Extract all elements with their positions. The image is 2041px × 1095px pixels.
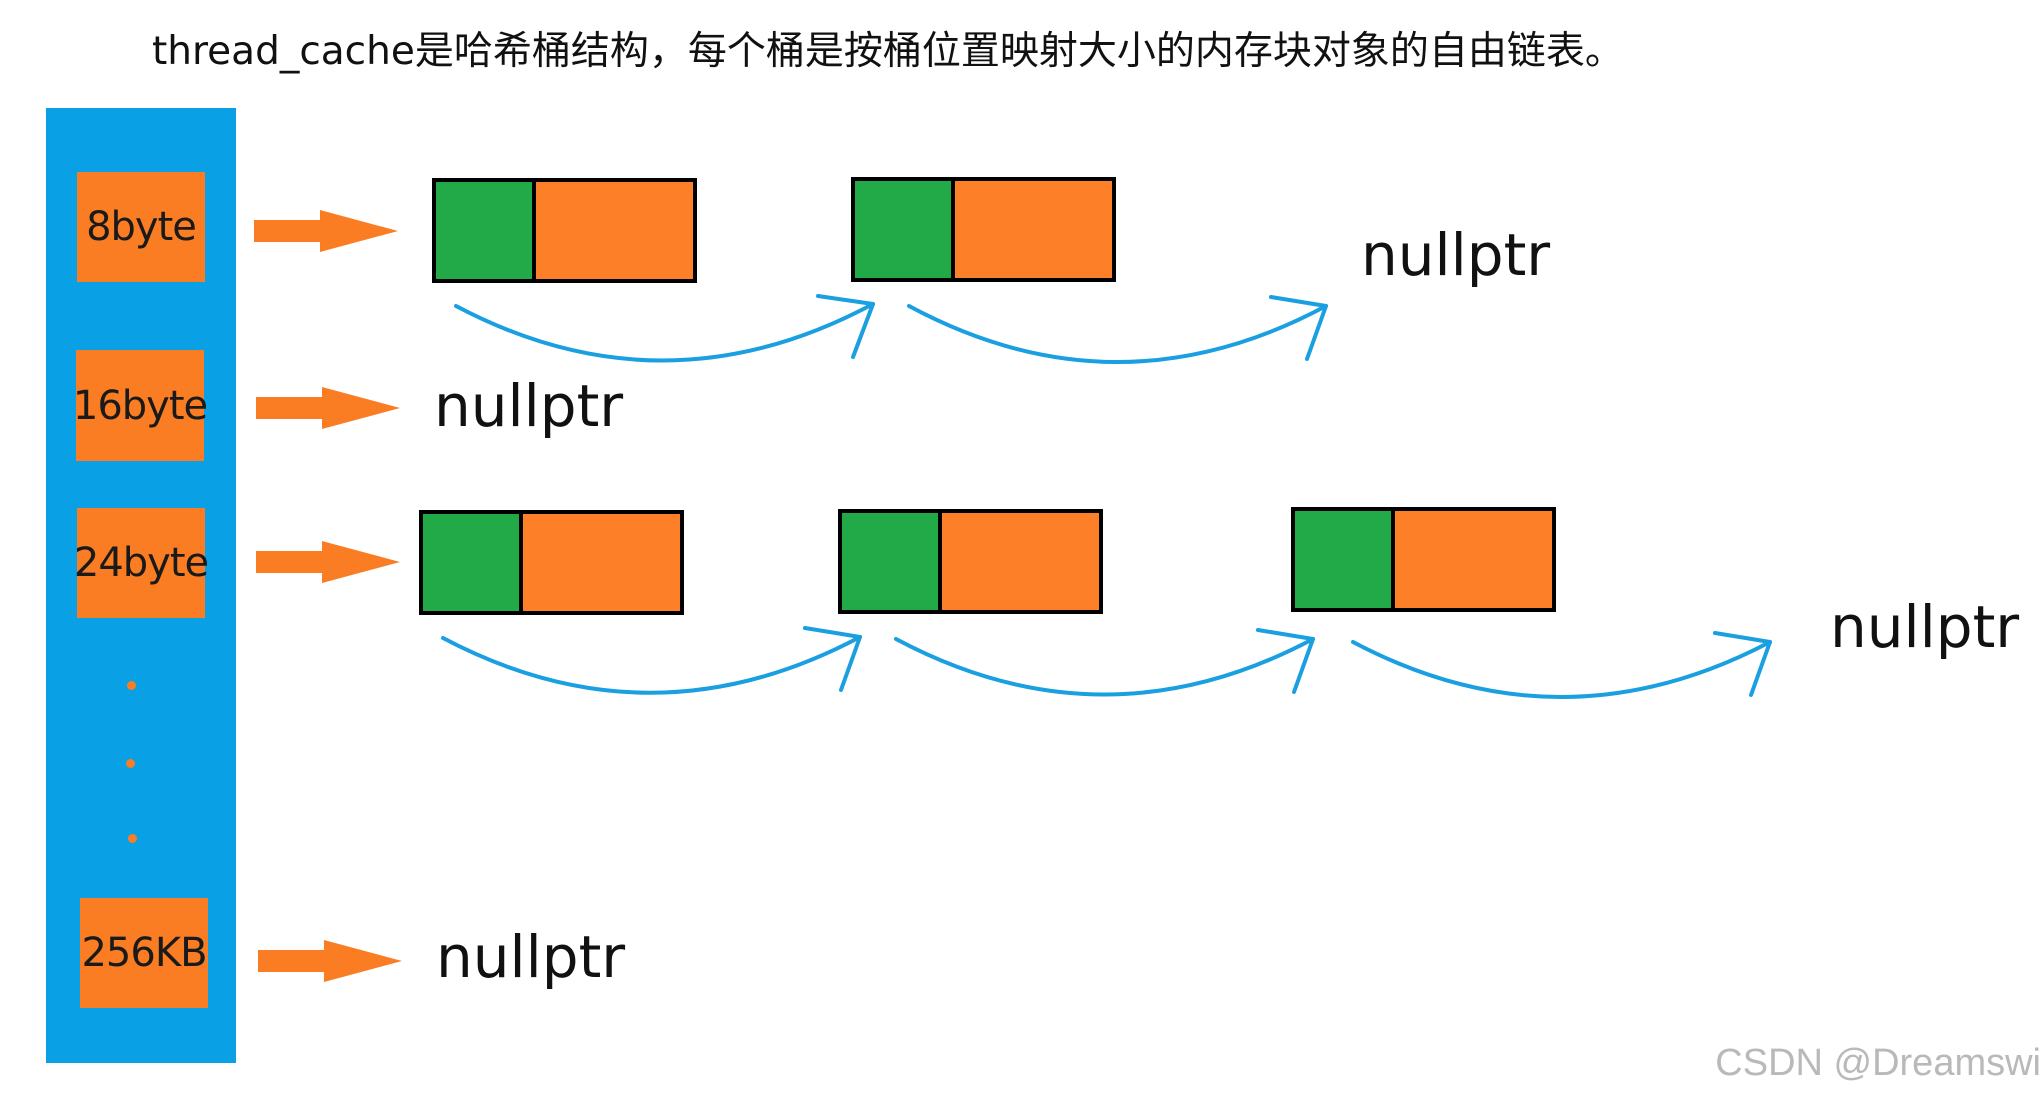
nullptr-label: nullptr [434,372,624,440]
bucket-24byte: 24byte [74,508,209,618]
nullptr-label: nullptr [1361,221,1551,289]
pointer-arrow-8byte [254,210,398,252]
next-link-arrow [907,295,1328,364]
nullptr-label: nullptr [1830,593,2020,661]
bucket-8byte: 8byte [77,172,205,282]
memory-block [419,510,684,615]
next-link-arrow [454,294,875,363]
ellipsis-dot [127,681,136,690]
memory-block [1291,507,1556,612]
bucket-16byte: 16byte [73,350,208,461]
pointer-arrow-256kb [258,940,402,982]
diagram-caption: thread_cache是哈希桶结构，每个桶是按桶位置映射大小的内存块对象的自由… [152,29,1624,74]
next-link-arrow [1351,631,1772,699]
ellipsis-dot [126,759,135,768]
memory-block [851,177,1116,282]
pointer-arrow-16byte [256,387,400,429]
ellipsis-dot [128,834,137,843]
nullptr-label: nullptr [436,923,626,991]
memory-block [432,178,697,283]
watermark: CSDN @Dreamswi [1715,1042,2041,1084]
next-link-arrow [441,626,862,695]
bucket-256kb: 256KB [80,898,208,1008]
memory-block [838,509,1103,614]
next-link-arrow [894,628,1315,697]
pointer-arrow-24byte [256,541,400,583]
